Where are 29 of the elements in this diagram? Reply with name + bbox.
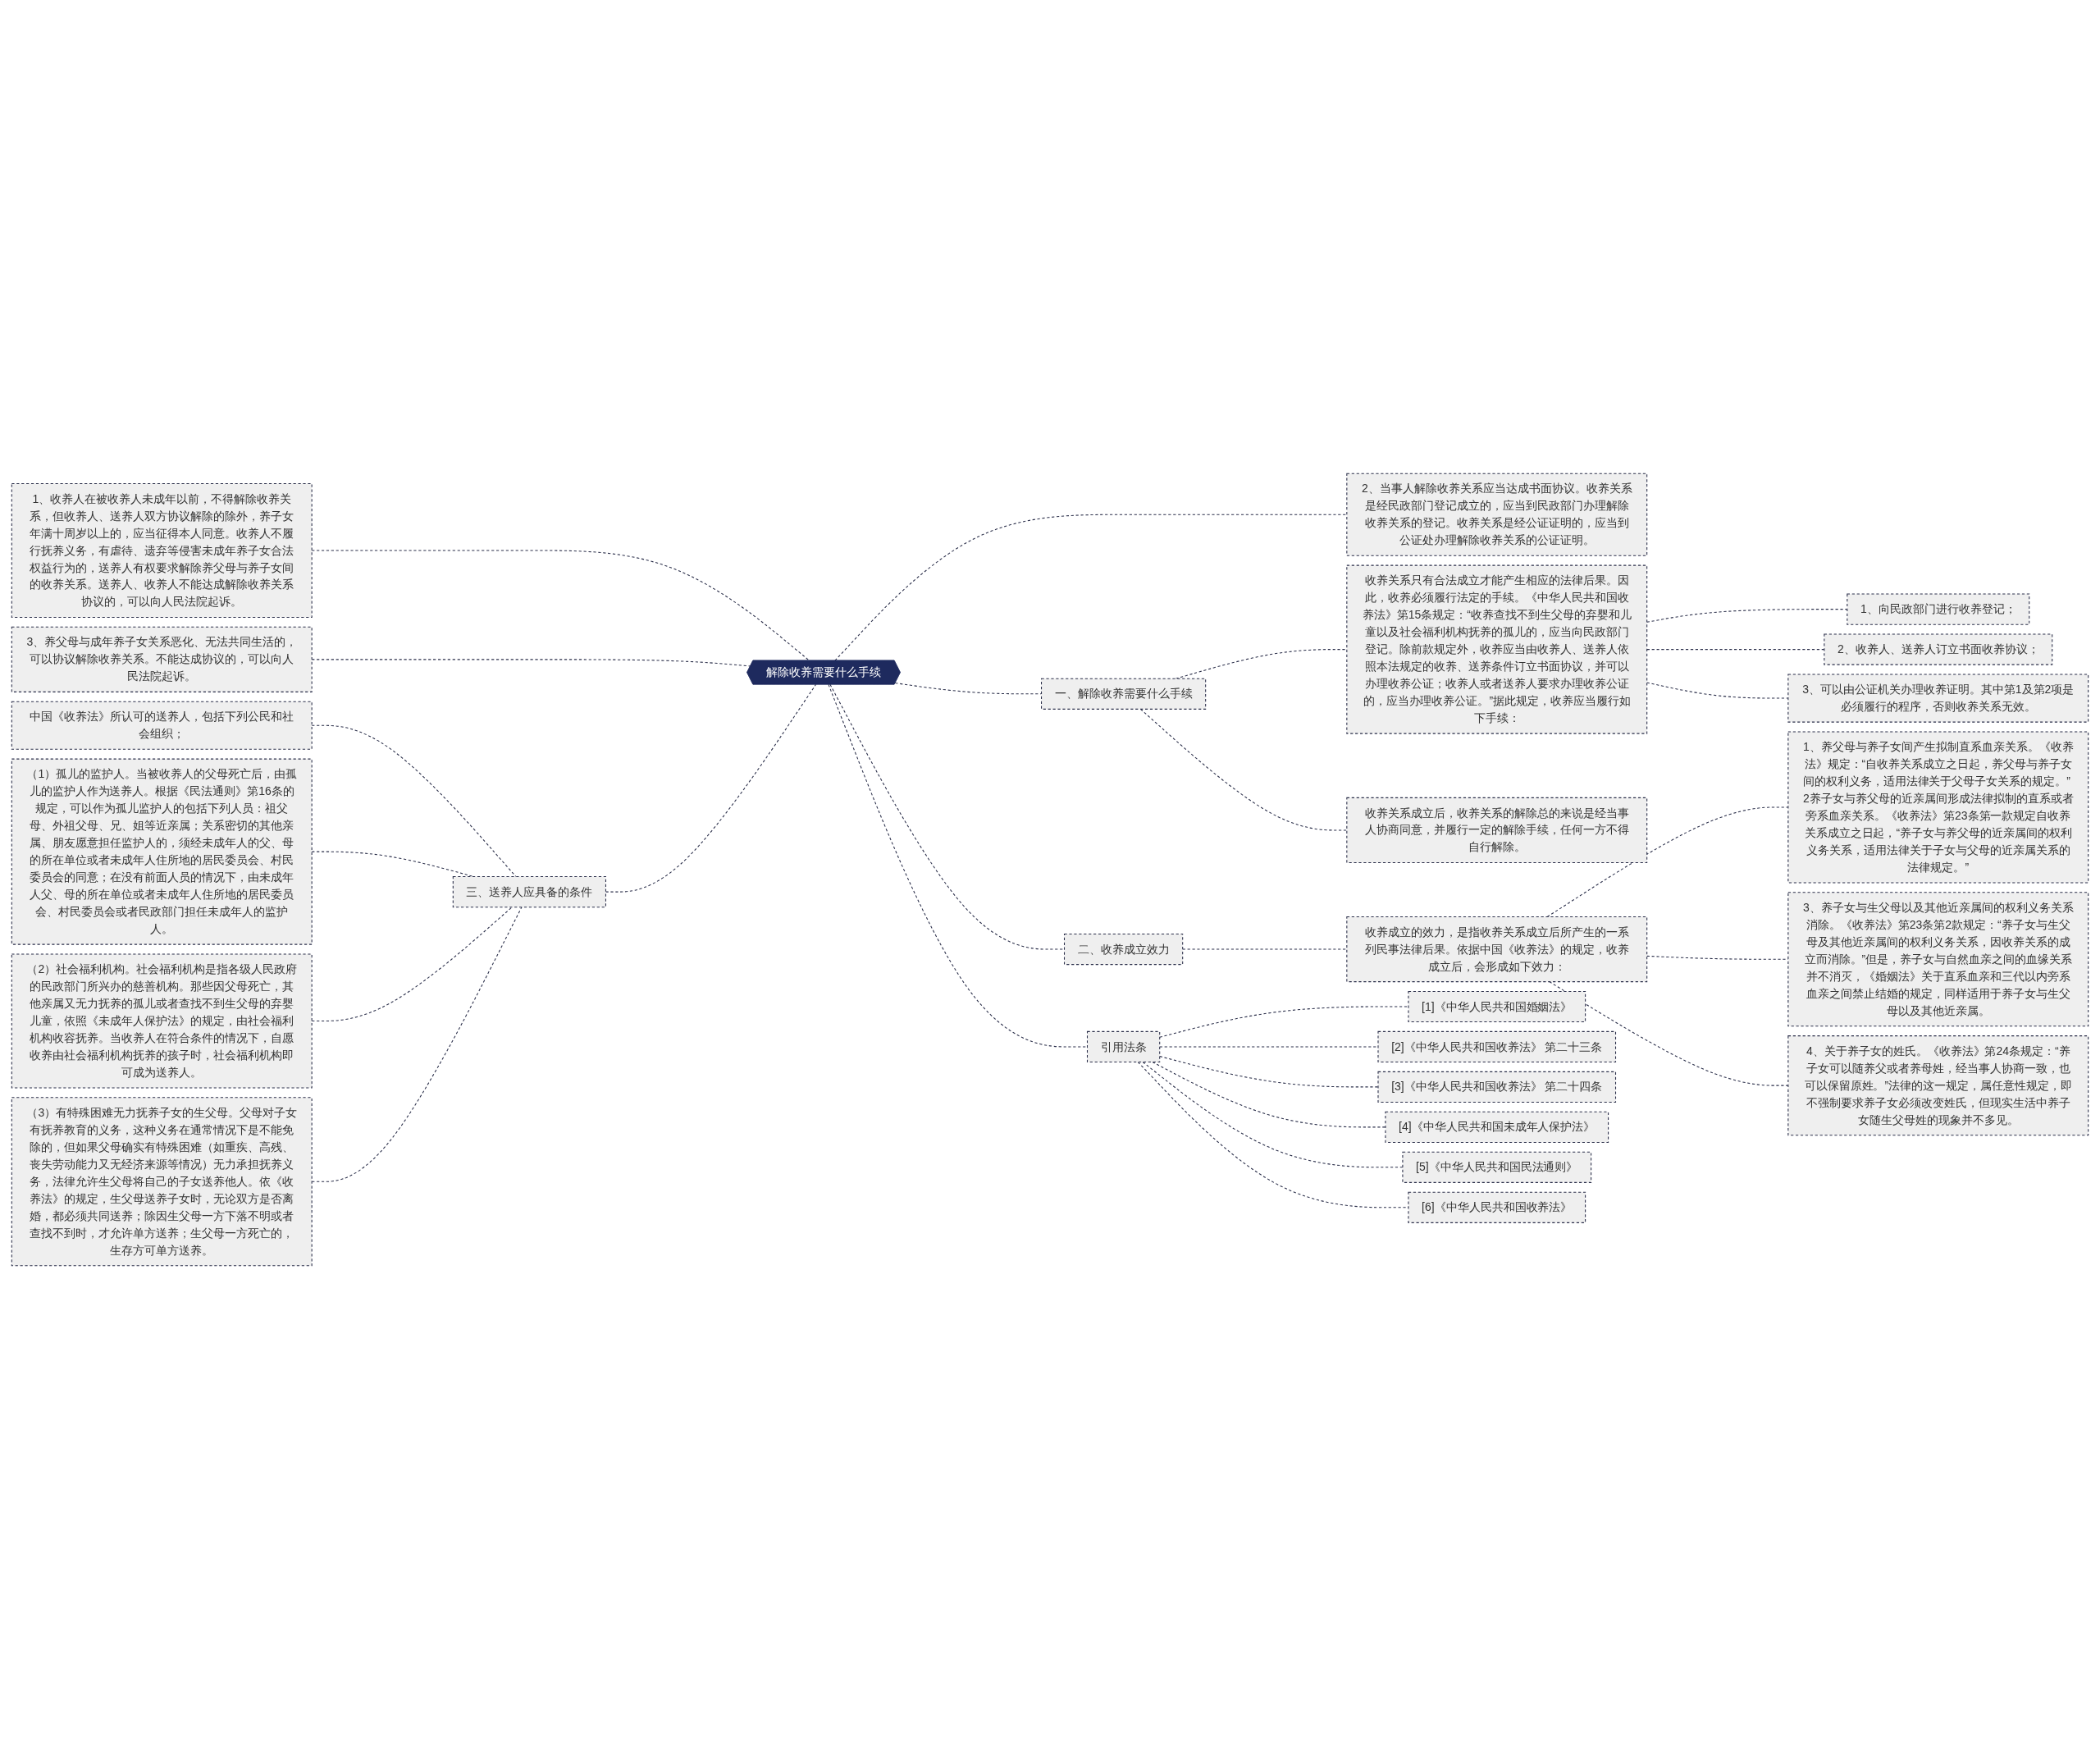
node-box: 收养关系只有合法成立才能产生相应的法律后果。因此，收养必须履行法定的手续。《中华人民共和国收养法》第15条规定：“收养查找不到生父母的弃婴和儿童以及社会福利机构抚养的孤儿的，应当向民政部门登记。除前款规定外，收养应当由收养人、送养人依照本法规定的收养、送养条件订立书面协议，并可以办理收养公证；收养人或者送养人要求办理收养公证的，应当办理收养公证。”据此规定，收养应当履行如下手续： — [1346, 564, 1648, 734]
connector — [1159, 1056, 1379, 1088]
node-box: [1]《中华人民共和国婚姻法》 — [1408, 990, 1586, 1023]
node-box: [4]《中华人民共和国未成年人保护法》 — [1385, 1111, 1609, 1143]
connector — [828, 683, 1088, 1048]
node-box: 中国《收养法》所认可的送养人，包括下列公民和社会组织； — [11, 701, 313, 750]
node-box: [2]《中华人民共和国收养法》 第二十三条 — [1377, 1030, 1617, 1063]
node-box: 3、养父母与成年养子女关系恶化、无法共同生活的，可以协议解除收养关系。不能达成协议的，可以向人民法院起诉。 — [11, 626, 313, 692]
node-box: 收养成立的效力，是指收养关系成立后所产生的一系列民事法律后果。依据中国《收养法》的规定，收养成立后，会形成如下效力： — [1346, 916, 1648, 983]
node-box: 1、向民政部门进行收养登记； — [1847, 593, 2030, 625]
node-box: 4、关于养子女的姓氏。《收养法》第24条规定：“养子女可以随养父或者养母姓，经当事人协商一致，也可以保留原姓。”法律的这一规定，属任意性规定，即不强制要求养子女必须改变姓氏，但现实生活中养子女随生父母姓的现象并不多见。 — [1787, 1035, 2089, 1136]
node-box: （2）社会福利机构。社会福利机构是指各级人民政府的民政部门所兴办的慈善机构。那些因父母死亡，其他亲属又无力抚养的孤儿或者查找不到生父母的弃婴儿童，依照《未成年人保护法》的规定，由社会福利机构收容抚养。当收养人在符合条件的情况下，自愿收养由社会福利机构抚养的孩子时，社会福利机构即可成为送养人。 — [11, 953, 313, 1089]
node-box: （3）有特殊困难无力抚养子女的生父母。父母对子女有抚养教育的义务，这种义务在通常情况下是不能免除的，但如果父母确实有特殊困难（如重疾、高残、丧失劳动能力又无经济来源等情况）无力承担抚养义务，法律允许生父母将自己的子女送养他人。依《收养法》的规定，生父母送养子女时，无论双方是否离婚，都必须共同送养；除因生父母一方下落不明或者查找不到时，才允许单方送养；生父母一方死亡的，生存方可单方送养。 — [11, 1097, 313, 1267]
node-box: 三、送养人应具备的条件 — [452, 876, 606, 908]
node-box: 2、当事人解除收养关系应当达成书面协议。收养关系是经民政部门登记成立的，应当到民政部门办理解除收养关系的登记。收养关系是经公证证明的，应当到公证处办理解除收养关系的公证证明。 — [1346, 473, 1648, 556]
node-box: 引用法条 — [1086, 1030, 1161, 1063]
node-box: 1、收养人在被收养人未成年以前，不得解除收养关系，但收养人、送养人双方协议解除的除外，养子女年满十周岁以上的，应当征得本人同意。收养人不履行抚养义务，有虐待、遗弃等侵害未成年养子女合法权益行为的，送养人有权要求解除养父母与养子女间的收养关系。送养人、收养人不能达成解除收养关系协议的，可以向人民法院起诉。 — [11, 482, 313, 618]
node-box: 二、收养成立效力 — [1063, 933, 1184, 966]
node-box: 3、可以由公证机关办理收养证明。其中第1及第2项是必须履行的程序，否则收养关系无效。 — [1787, 674, 2089, 723]
node-box: 3、养子女与生父母以及其他近亲属间的权利义务关系消除。《收养法》第23条第2款规定：“养子女与生父母及其他近亲属间的权利义务关系，因收养关系的成立而消除。”但是，养子女与自然血亲之间的血缘关系并不消灭，《婚姻法》关于直系血亲和三代以内旁系血亲之间禁止结婚的规定，同样适用于养子女与生父母以及其他近亲属。 — [1787, 892, 2089, 1027]
node-box: （1）孤儿的监护人。当被收养人的父母死亡后，由孤儿的监护人作为送养人。根据《民法通则》第16条的规定，可以作为孤儿监护人的包括下列人员：祖父母、外祖父母、兄、姐等近亲属；关系密切的其他亲属、朋友愿意担任监护人的，须经未成年人的父、母的所在单位或者未成年人住所地的居民委员会、村民委员会的同意；在没有前面人员的情况下，由未成年人父、母的所在单位或者未成年人住所地的居民委员会、村民委员会或者民政部门担任未成年人的监护人。 — [11, 758, 313, 945]
node-box: 2、收养人、送养人订立书面收养协议； — [1824, 633, 2053, 665]
node-box: [3]《中华人民共和国收养法》 第二十四条 — [1377, 1071, 1617, 1103]
connector — [1159, 1046, 1379, 1048]
node-box: 1、养父母与养子女间产生拟制直系血亲关系。《收养法》规定：“自收养关系成立之日起，养父母与养子女间的权利义务，适用法律关于父母子女关系的规定。” 2养子女与养父母的近亲属间形成法律拟制的直系或者旁系血亲关系。《收养法》第23条第一款规定自收养关系成立之日起，“养子女与养父母的近亲属间的权利义务关系，适用法律关于子女与父母的近亲属关系的法律规定。” — [1787, 731, 2089, 884]
node-box: 收养关系成立后，收养关系的解除总的来说是经当事人协商同意，并履行一定的解除手续，任何一方不得自行解除。 — [1346, 797, 1648, 863]
node-box: 一、解除收养需要什么手续 — [1041, 678, 1207, 710]
node-box: [6]《中华人民共和国收养法》 — [1408, 1191, 1586, 1223]
node-box: [5]《中华人民共和国民法通则》 — [1402, 1151, 1592, 1183]
